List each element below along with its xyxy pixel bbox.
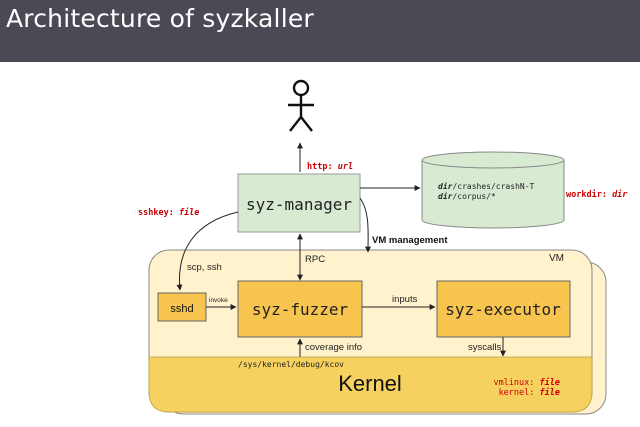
slide-header: Architecture of syzkaller xyxy=(0,0,640,62)
syz-manager-label: syz-manager xyxy=(246,195,352,214)
sshd-box xyxy=(157,292,207,322)
user-icon xyxy=(288,79,314,132)
syz-manager-box xyxy=(237,173,361,233)
sshkey-label: sshkey: file xyxy=(138,207,199,218)
kernel-file-label: kernel: file xyxy=(499,387,560,398)
syz-executor-box xyxy=(436,280,571,338)
workdir-storage xyxy=(421,151,565,229)
inputs-label: inputs xyxy=(392,294,418,305)
invoke-label: invoke xyxy=(209,297,228,304)
slide-title: Architecture of syzkaller xyxy=(6,4,314,33)
kernel-label: Kernel xyxy=(338,371,402,396)
workdir-corpus-path: dir/corpus/* xyxy=(438,191,496,201)
scp-ssh-arrow xyxy=(176,211,239,291)
vm-management-arrow xyxy=(359,197,372,253)
syz-fuzzer-box xyxy=(237,280,363,338)
scp-ssh-label: scp, ssh xyxy=(187,262,222,273)
http-url-label: http: url xyxy=(307,162,353,172)
vmlinux-file-label: vmlinux: file xyxy=(493,377,560,388)
workdir-label: workdir: dir xyxy=(566,189,628,200)
syz-fuzzer-label: syz-fuzzer xyxy=(252,300,349,319)
syscalls-label: syscalls xyxy=(468,342,502,353)
workdir-crashes-path: dir/crashes/crashN-T xyxy=(438,181,535,191)
kernel-band xyxy=(148,356,593,413)
kcov-path-label: /sys/kernel/debug/kcov xyxy=(238,360,344,369)
sshd-label: sshd xyxy=(170,303,193,315)
rpc-label: RPC xyxy=(305,254,325,265)
vm-label: VM xyxy=(549,253,564,264)
vm-management-label: VM management xyxy=(372,235,448,246)
syz-executor-label: syz-executor xyxy=(445,300,561,319)
coverage-info-label: coverage info xyxy=(305,342,362,353)
